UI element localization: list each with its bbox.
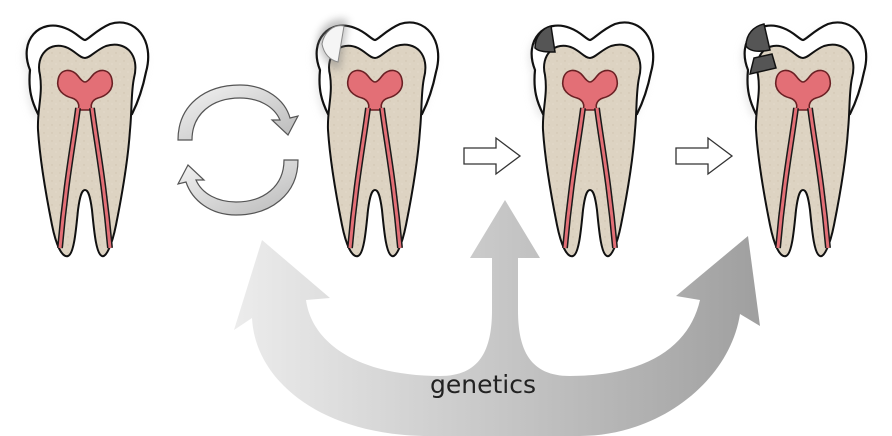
tooth-healthy	[24, 22, 149, 256]
progression-arrow-2	[676, 138, 732, 174]
tooth-advanced	[742, 22, 867, 256]
tooth-cavitated	[529, 22, 654, 256]
progression-arrow-1	[464, 138, 520, 174]
tooth-demineralizing	[314, 19, 439, 256]
genetics-label: genetics	[430, 370, 536, 399]
genetics-big-arrow	[234, 200, 760, 436]
cycle-arrows-icon	[178, 85, 298, 215]
